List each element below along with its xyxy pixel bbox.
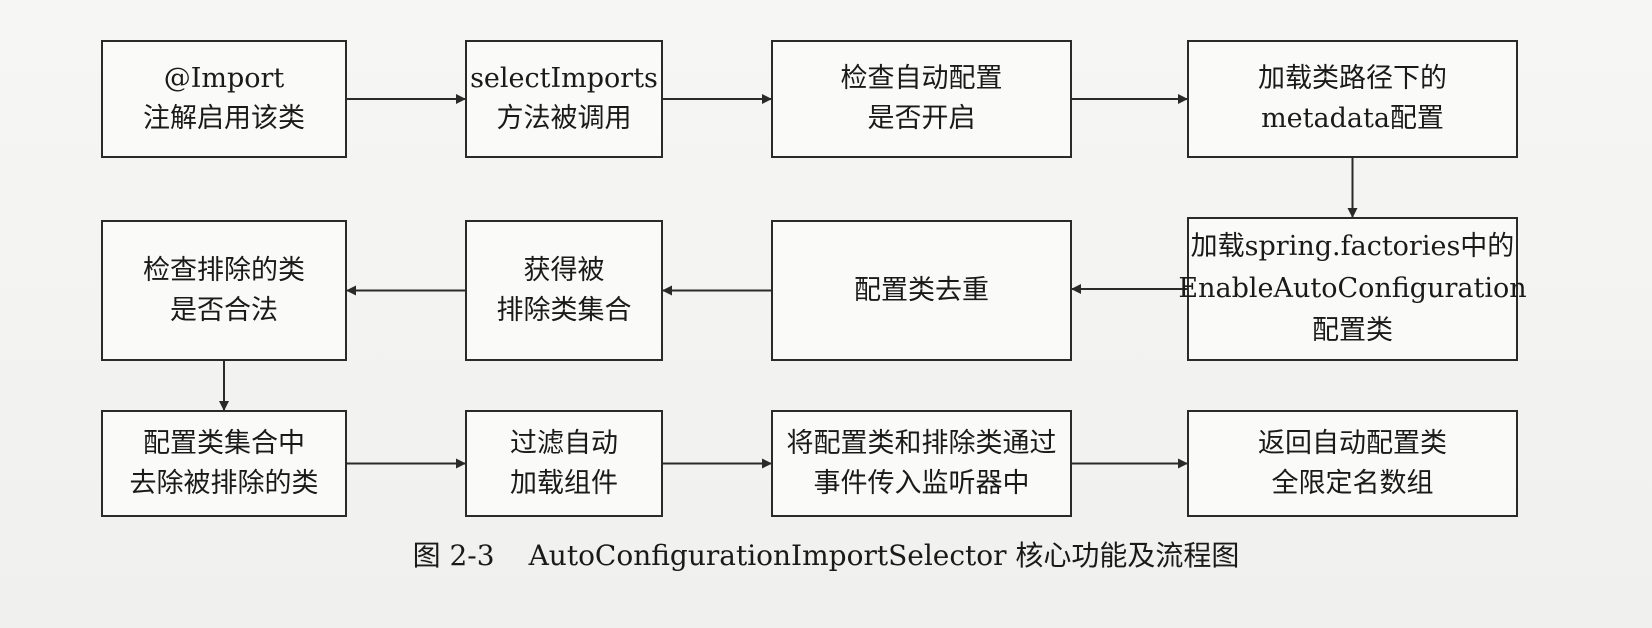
node-line: 事件传入监听器中 (813, 467, 1030, 499)
node-line: 返回自动配置类 (1258, 427, 1447, 459)
figure-caption: 图 2-3 AutoConfigurationImportSelector 核心功… (0, 536, 1652, 576)
node-line: 检查排除的类 (143, 254, 305, 286)
node-line: metadata配置 (1261, 103, 1444, 134)
node-line: 是否开启 (867, 103, 976, 134)
node-line: 配置类集合中 (143, 427, 305, 459)
node-load-metadata-config: 加载类路径下的 metadata配置 (1187, 40, 1518, 158)
node-line: 排除类集合 (496, 294, 632, 326)
node-dedupe-config-classes: 配置类去重 (771, 220, 1072, 361)
node-line: 过滤自动 (510, 427, 618, 459)
node-line: 全限定名数组 (1271, 467, 1434, 499)
figure-number: 图 2-3 (412, 539, 495, 572)
node-line: @Import (163, 63, 285, 94)
node-line: 检查自动配置 (840, 63, 1003, 94)
node-line: 是否合法 (170, 294, 278, 326)
node-pass-to-listeners: 将配置类和排除类通过 事件传入监听器中 (771, 410, 1072, 517)
node-line: 加载spring.factories中的 (1190, 231, 1515, 262)
node-check-auto-config-enabled: 检查自动配置 是否开启 (771, 40, 1072, 158)
node-check-excluded-classes: 检查排除的类 是否合法 (101, 220, 347, 361)
node-line: 获得被 (523, 254, 605, 286)
node-line: EnableAutoConfiguration (1178, 273, 1527, 304)
node-line: 注解启用该类 (143, 103, 305, 134)
node-line: 配置类去重 (854, 274, 989, 306)
node-line: 加载类路径下的 (1258, 63, 1447, 94)
node-line: selectImports (470, 63, 658, 94)
node-line: 将配置类和排除类通过 (786, 427, 1057, 459)
node-filter-auto-load-components: 过滤自动 加载组件 (465, 410, 663, 517)
node-remove-excluded-classes: 配置类集合中 去除被排除的类 (101, 410, 347, 517)
node-return-config-names: 返回自动配置类 全限定名数组 (1187, 410, 1518, 517)
figure-title: AutoConfigurationImportSelector 核心功能及流程图 (528, 539, 1240, 572)
node-load-spring-factories: 加载spring.factories中的 EnableAutoConfigura… (1178, 217, 1527, 361)
node-line: 配置类 (1312, 315, 1393, 346)
node-line: 方法被调用 (496, 103, 632, 134)
node-select-imports-called: selectImports 方法被调用 (465, 40, 663, 158)
node-import-annotation: @Import 注解启用该类 (101, 40, 347, 158)
node-line: 加载组件 (510, 467, 618, 499)
node-get-exclusions: 获得被 排除类集合 (465, 220, 663, 361)
node-line: 去除被排除的类 (129, 467, 319, 499)
